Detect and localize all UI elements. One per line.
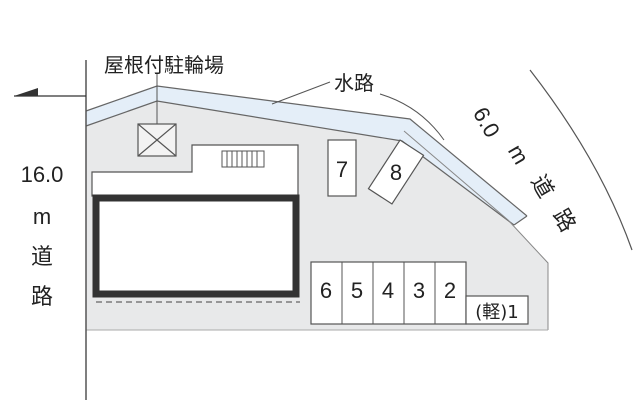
parking-label-7: 7 <box>336 157 348 182</box>
left-road-unit: m <box>33 204 51 229</box>
waterway-lower-edge <box>85 100 515 226</box>
north-arrow-icon <box>14 88 86 97</box>
parking-space-kei: (軽)1 <box>465 295 529 325</box>
crossed-box-icon <box>137 123 177 157</box>
bike-parking-label: 屋根付駐輪場 <box>104 53 224 77</box>
parking-space-8: 8 <box>367 139 425 205</box>
parking-label-kei: (軽)1 <box>475 302 519 323</box>
parking-space-7: 7 <box>327 139 357 197</box>
waterway-label: 水路 <box>334 71 374 95</box>
parking-spaces-bottom: 6 5 4 3 2 <box>310 261 467 325</box>
right-road-char1: 道 <box>525 171 558 203</box>
main-building <box>92 194 300 298</box>
parking-label-3: 3 <box>413 278 425 303</box>
parking-label-4: 4 <box>382 278 394 303</box>
left-road-width: 16.0 <box>21 162 64 187</box>
parking-label-6: 6 <box>320 278 332 303</box>
waterway-channel <box>86 86 527 225</box>
waterway-end <box>513 215 528 226</box>
parking-label-8: 8 <box>390 160 402 185</box>
waterway-upper-edge <box>85 85 528 217</box>
bike-rack-icon <box>221 150 265 168</box>
left-road-char2: 路 <box>31 285 53 310</box>
waterway-label-curve <box>379 93 445 141</box>
right-road-line <box>529 69 633 251</box>
right-road-unit: m <box>503 140 534 168</box>
left-road-char1: 道 <box>31 245 53 270</box>
waterway-leader <box>271 81 331 105</box>
left-road-label: 16.0 m 道 路 <box>21 162 64 310</box>
parking-label-5: 5 <box>351 278 363 303</box>
right-road-width: 6.0 <box>468 103 505 142</box>
right-road-char2: 路 <box>547 205 580 237</box>
lot-right-boundary <box>403 130 549 330</box>
parking-label-2: 2 <box>444 278 456 303</box>
